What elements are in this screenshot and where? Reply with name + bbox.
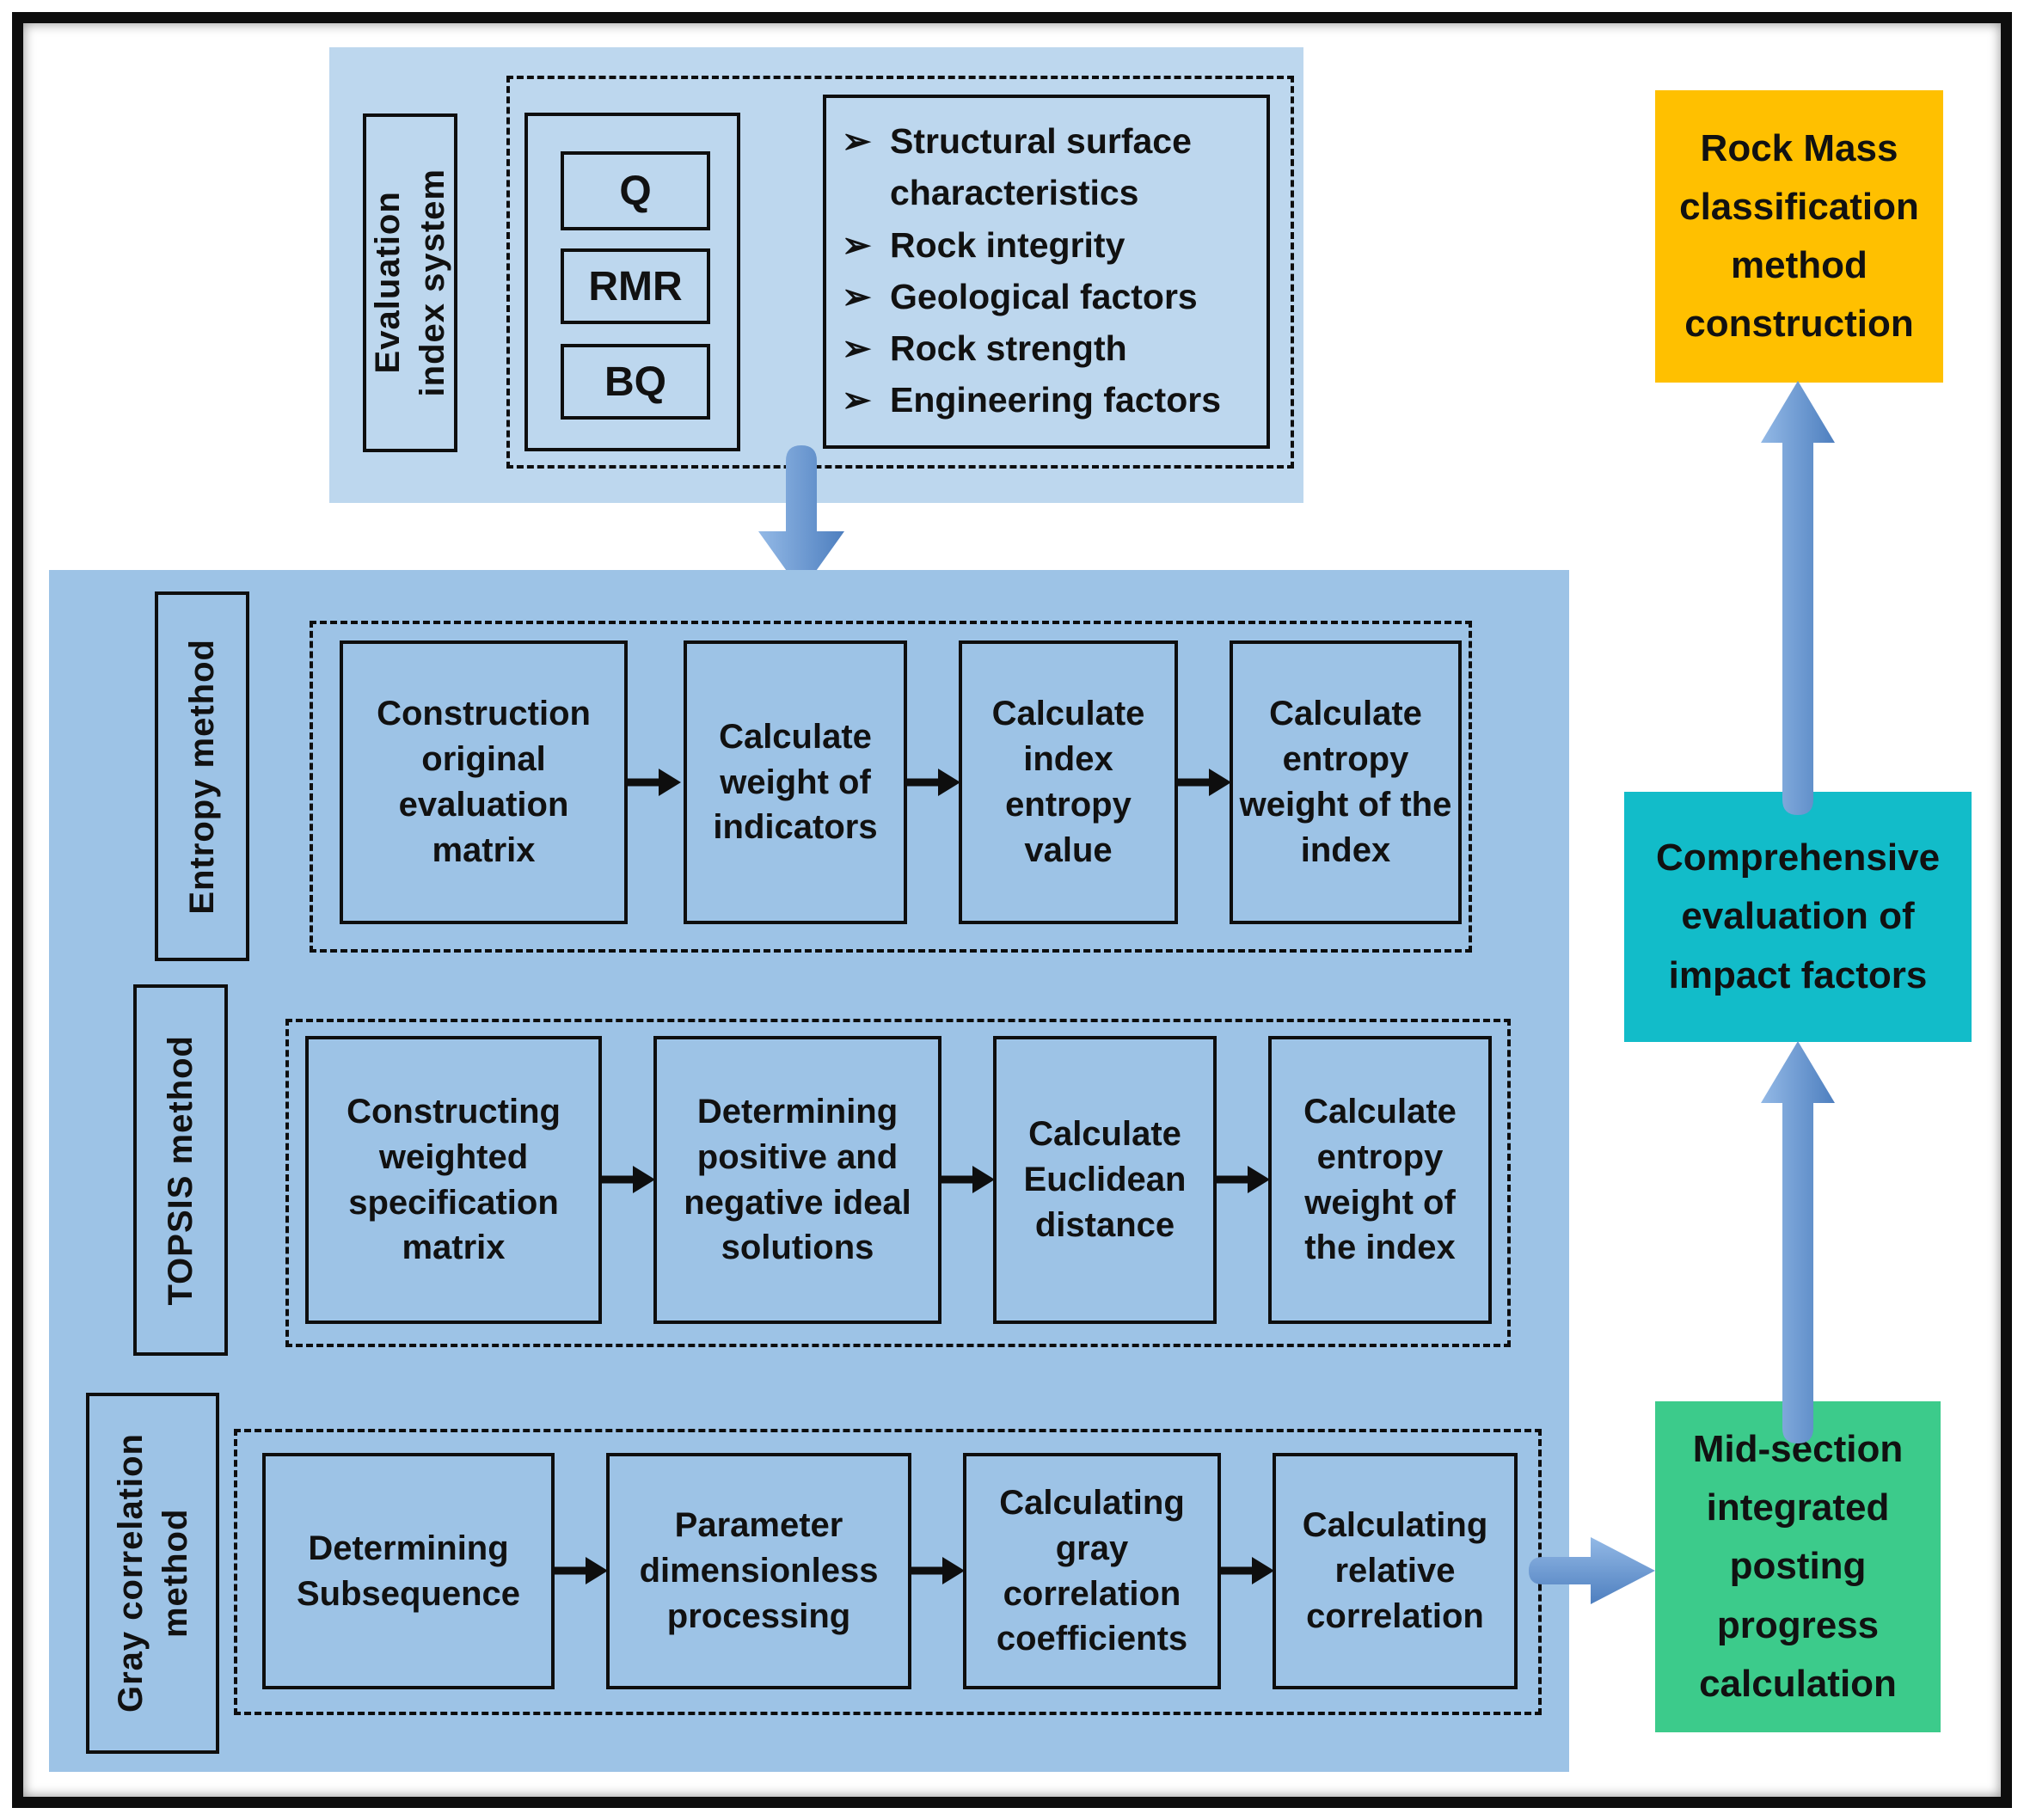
arrow-bullet-icon: ➢ bbox=[842, 224, 872, 265]
mid-section-calculation-box: Mid-section integrated posting progress … bbox=[1655, 1401, 1941, 1732]
factors-list: ➢ Structural surface characteristics ➢ R… bbox=[823, 95, 1270, 449]
factor-text: Rock strength bbox=[890, 328, 1127, 369]
step-arrow-icon bbox=[940, 1166, 995, 1193]
step-text: Determining Subsequence bbox=[296, 1529, 521, 1613]
step-text: Calculate entropy weight of the index bbox=[1303, 1092, 1457, 1267]
step-text: Calculate entropy weight of the index bbox=[1239, 695, 1452, 869]
step-box: Calculating gray correlation coefficient… bbox=[963, 1453, 1221, 1689]
evaluation-index-panel: Evaluation index system Q RMR BQ ➢ Struc… bbox=[329, 47, 1303, 503]
list-item: ➢ Rock integrity bbox=[842, 219, 1258, 271]
step-text: Parameter dimensionless processing bbox=[639, 1506, 879, 1635]
index-box-rmr-label: RMR bbox=[588, 263, 683, 309]
evaluation-index-label: Evaluation index system bbox=[369, 169, 451, 397]
index-box-bq: BQ bbox=[561, 344, 710, 420]
gray-correlation-label: Gray correlation method bbox=[111, 1433, 194, 1713]
factor-text: Structural surface characteristics bbox=[890, 121, 1192, 213]
index-box-rmr: RMR bbox=[561, 248, 710, 324]
entropy-dashed-container bbox=[310, 621, 1472, 953]
step-arrow-icon bbox=[1176, 769, 1231, 796]
step-box: Calculate entropy weight of the index bbox=[1268, 1036, 1492, 1324]
step-box: Calculate weight of indicators bbox=[684, 640, 907, 924]
step-text: Calculating relative correlation bbox=[1302, 1506, 1488, 1635]
factor-text: Engineering factors bbox=[890, 380, 1222, 420]
step-text: Calculate index entropy value bbox=[991, 695, 1145, 869]
step-text: Calculating gray correlation coefficient… bbox=[996, 1483, 1188, 1658]
step-box: Construction original evaluation matrix bbox=[340, 640, 628, 924]
step-arrow-icon bbox=[626, 769, 681, 796]
step-text: Construction original evaluation matrix bbox=[377, 695, 591, 869]
arrow-bullet-icon: ➢ bbox=[842, 121, 872, 161]
step-box: Calculate entropy weight of the index bbox=[1230, 640, 1462, 924]
step-text: Constructing weighted specification matr… bbox=[347, 1092, 561, 1267]
step-text: Calculate weight of indicators bbox=[713, 717, 878, 847]
step-box: Calculating relative correlation bbox=[1273, 1453, 1518, 1689]
step-arrow-icon bbox=[905, 769, 960, 796]
gray-correlation-label-box: Gray correlation method bbox=[86, 1393, 219, 1754]
list-item: ➢ Geological factors bbox=[842, 271, 1258, 322]
comprehensive-evaluation-text: Comprehensive evaluation of impact facto… bbox=[1655, 836, 1941, 996]
topsis-method-label: TOPSIS method bbox=[162, 1034, 199, 1306]
step-text: Determining positive and negative ideal … bbox=[684, 1092, 911, 1267]
evaluation-dashed-container bbox=[506, 76, 1294, 469]
step-box: Calculate Euclidean distance bbox=[993, 1036, 1217, 1324]
rock-mass-classification-box: Rock Mass classification method construc… bbox=[1655, 90, 1943, 383]
list-item: ➢ Structural surface characteristics bbox=[842, 115, 1258, 219]
step-arrow-icon bbox=[1219, 1557, 1274, 1584]
topsis-dashed-container bbox=[285, 1019, 1511, 1347]
entropy-method-label: Entropy method bbox=[183, 638, 221, 915]
step-box: Parameter dimensionless processing bbox=[606, 1453, 911, 1689]
methods-panel bbox=[49, 570, 1569, 1772]
evaluation-index-label-box: Evaluation index system bbox=[363, 113, 457, 452]
mid-section-calculation-text: Mid-section integrated posting progress … bbox=[1692, 1428, 1904, 1705]
right-arrow-icon bbox=[1529, 1537, 1655, 1604]
outer-frame bbox=[12, 12, 2012, 1808]
comprehensive-evaluation-box: Comprehensive evaluation of impact facto… bbox=[1624, 792, 1972, 1042]
list-item: ➢ Rock strength bbox=[842, 322, 1258, 374]
arrow-bullet-icon: ➢ bbox=[842, 380, 872, 420]
entropy-method-label-box: Entropy method bbox=[155, 591, 249, 961]
step-box: Constructing weighted specification matr… bbox=[305, 1036, 602, 1324]
up-arrow-icon bbox=[1761, 381, 1835, 815]
step-box: Calculate index entropy value bbox=[959, 640, 1178, 924]
step-arrow-icon bbox=[910, 1557, 965, 1584]
arrow-bullet-icon: ➢ bbox=[842, 328, 872, 369]
step-box: Determining Subsequence bbox=[262, 1453, 555, 1689]
factor-text: Geological factors bbox=[890, 276, 1198, 316]
rock-mass-classification-text: Rock Mass classification method construc… bbox=[1679, 126, 1919, 346]
list-item: ➢ Engineering factors bbox=[842, 374, 1258, 426]
topsis-method-label-box: TOPSIS method bbox=[133, 984, 228, 1356]
step-text: Calculate Euclidean distance bbox=[1023, 1115, 1187, 1244]
step-box: Determining positive and negative ideal … bbox=[653, 1036, 941, 1324]
index-box-bq-label: BQ bbox=[604, 358, 666, 405]
step-arrow-icon bbox=[600, 1166, 655, 1193]
index-box-q-label: Q bbox=[619, 168, 652, 214]
step-arrow-icon bbox=[1215, 1166, 1270, 1193]
arrow-bullet-icon: ➢ bbox=[842, 276, 872, 316]
index-box-q: Q bbox=[561, 151, 710, 230]
factor-text: Rock integrity bbox=[890, 224, 1125, 265]
step-arrow-icon bbox=[553, 1557, 608, 1584]
index-systems-wrapper-box bbox=[524, 113, 740, 451]
up-arrow-icon bbox=[1761, 1041, 1835, 1443]
down-arrow-icon bbox=[758, 445, 844, 591]
